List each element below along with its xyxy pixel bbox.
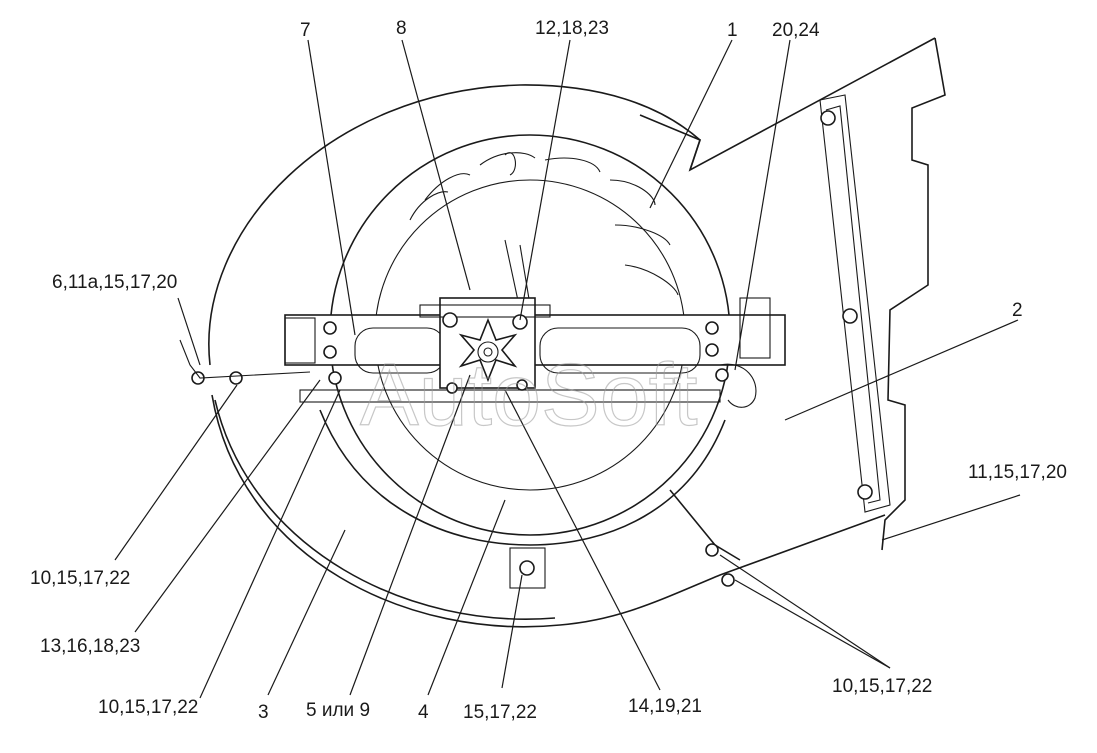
bottom-mount-block — [509, 547, 546, 589]
callout-12-18-23: 12,18,23 — [535, 18, 609, 39]
callout-13-16-18-23: 13,16,18,23 — [40, 636, 140, 657]
scroll-housing — [208, 84, 701, 366]
callout-1: 1 — [727, 20, 738, 41]
callout-10-15-17-22-bottom: 10,15,17,22 — [98, 697, 198, 718]
scroll-housing-lower — [211, 394, 886, 628]
support-rail — [299, 389, 721, 403]
watermark: AutoSoft — [360, 345, 698, 444]
right-hook — [719, 363, 757, 408]
left-clamp-block — [284, 317, 316, 364]
frame-slot-right — [539, 327, 701, 374]
callout-11-15-17-20: 11,15,17,20 — [968, 462, 1067, 483]
lower-bracket — [669, 489, 741, 561]
callout-2: 2 — [1012, 300, 1023, 321]
callout-8: 8 — [396, 18, 407, 39]
callout-14-19-21: 14,19,21 — [628, 696, 702, 717]
impeller-blades — [409, 152, 679, 296]
hub-center — [477, 341, 499, 363]
outlet-mount-plate-inner — [825, 105, 881, 504]
callout-10-15-17-22-left: 10,15,17,22 — [30, 568, 130, 589]
impeller-lower-disc — [319, 409, 726, 546]
outlet-mount-plate — [819, 94, 891, 513]
callout-15-17-22: 15,17,22 — [463, 702, 537, 723]
scroll-housing-inner-lip — [214, 399, 556, 620]
leader-lines — [114, 39, 1021, 699]
callout-6-11a-15-17-20: 6,11а,15,17,20 — [52, 272, 177, 293]
hub-top-bracket — [419, 304, 551, 318]
right-clamp-block — [739, 297, 771, 359]
callout-10-15-17-22-right: 10,15,17,22 — [832, 676, 932, 697]
bolts — [191, 110, 873, 587]
callout-7: 7 — [300, 20, 311, 41]
callout-20-24: 20,24 — [772, 20, 820, 41]
left-mount-strip — [179, 339, 311, 379]
star-hub — [458, 317, 518, 383]
outlet-duct-top — [639, 37, 936, 172]
callout-4: 4 — [418, 702, 429, 723]
callout-5-or-9: 5 или 9 — [306, 700, 370, 721]
hub-center-inner — [483, 347, 493, 357]
callout-3: 3 — [258, 702, 269, 723]
outlet-duct-right — [881, 37, 946, 551]
